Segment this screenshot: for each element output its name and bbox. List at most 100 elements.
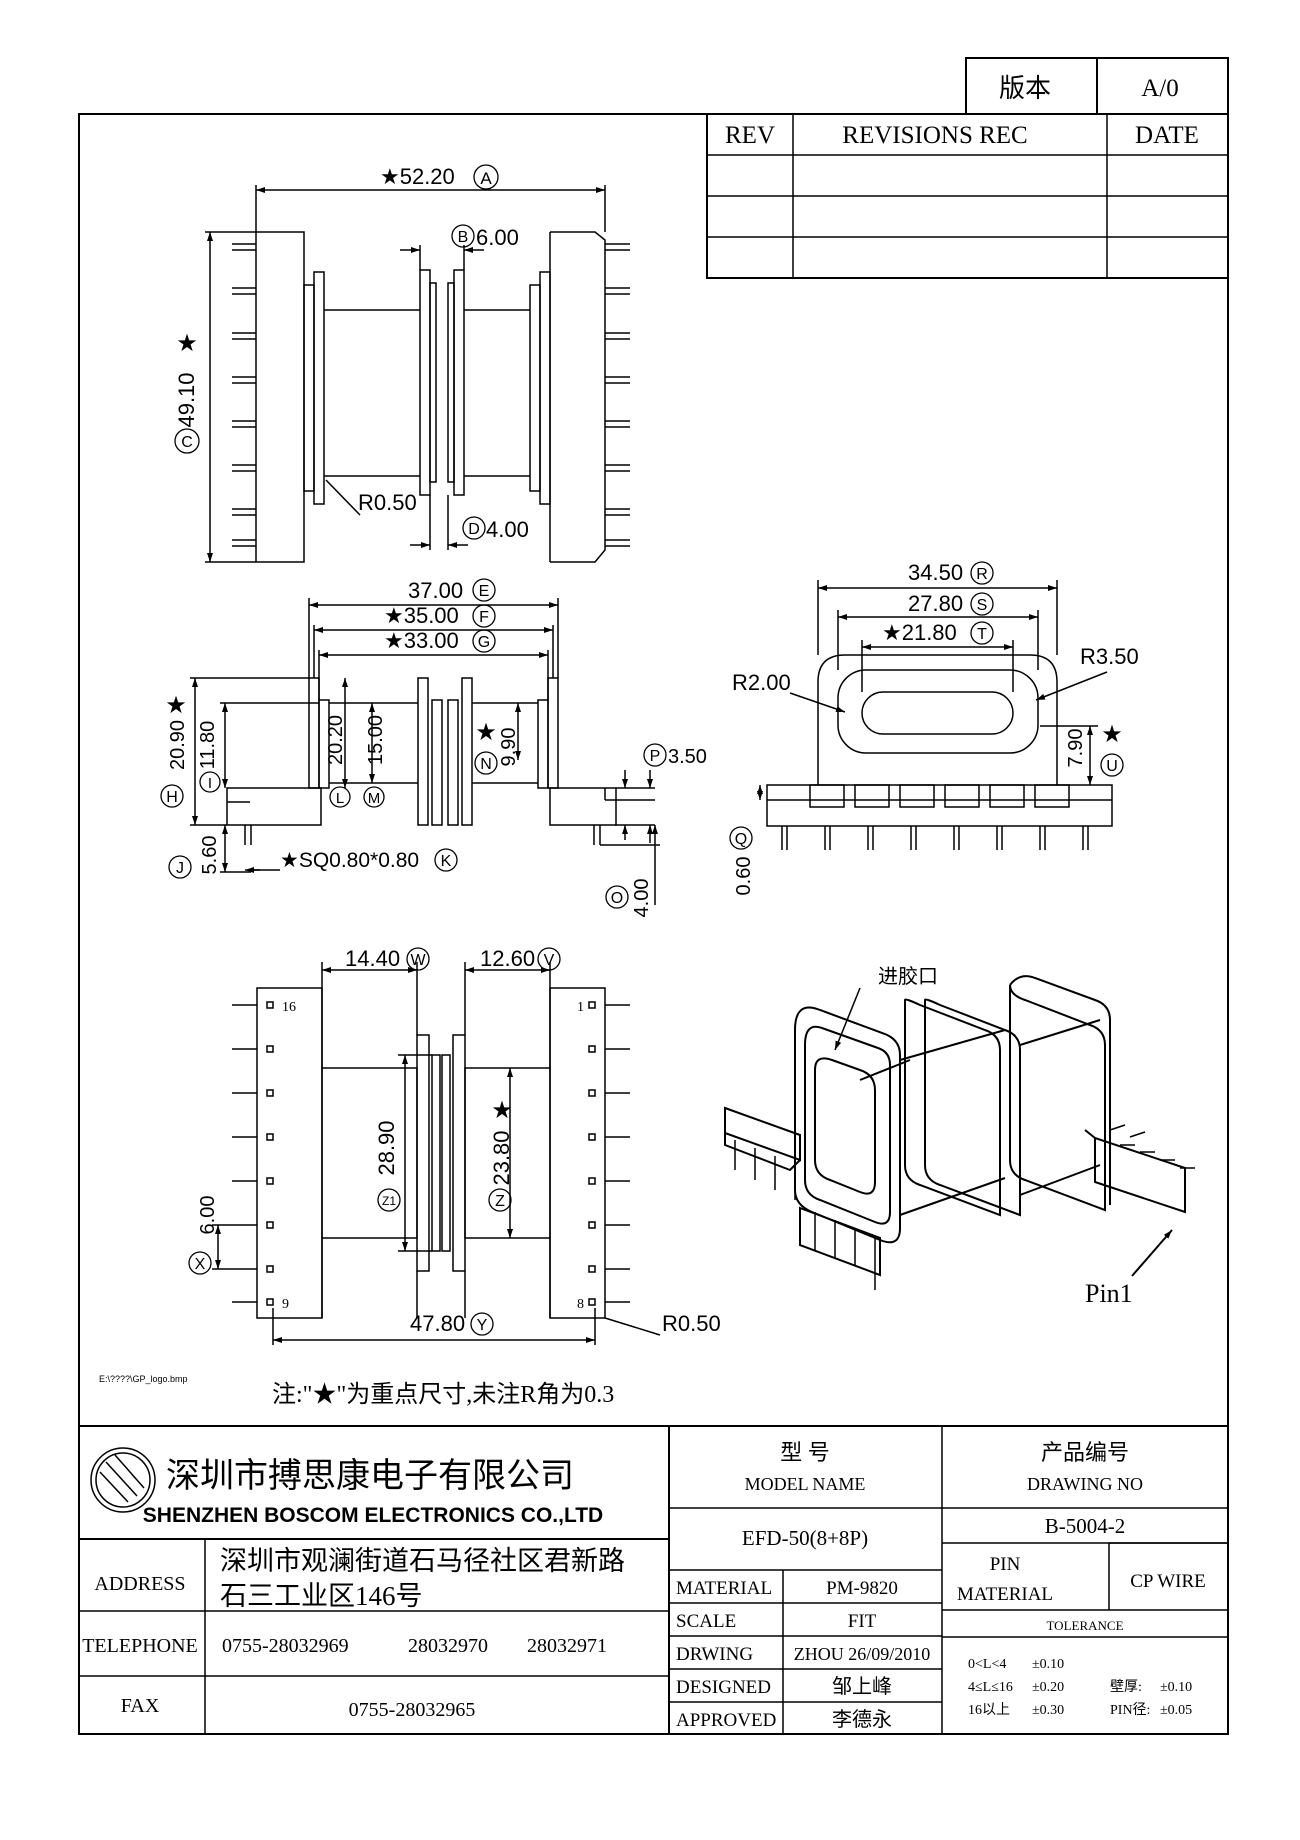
pin-material-label-1: PIN xyxy=(990,1554,1021,1575)
model-label-cn: 型 号 xyxy=(780,1440,830,1465)
tag-d: D xyxy=(468,521,480,538)
front-view xyxy=(190,598,660,905)
drawing-no-label-cn: 产品编号 xyxy=(1041,1440,1129,1465)
star-n: ★ xyxy=(475,719,497,746)
dim-m: 15.00 xyxy=(365,715,387,765)
pin-material-value: CP WIRE xyxy=(1130,1571,1205,1592)
model-value: EFD-50(8+8P) xyxy=(742,1526,868,1550)
tag-p: P xyxy=(650,748,661,765)
isometric-view xyxy=(724,975,1195,1290)
tag-y: Y xyxy=(477,1317,488,1334)
fax-label: FAX xyxy=(121,1695,160,1717)
tag-u: U xyxy=(1106,758,1118,775)
dim-l: 20.20 xyxy=(325,715,347,765)
dim-g: ★33.00 xyxy=(384,628,459,653)
dim-k: ★SQ0.80*0.80 xyxy=(280,849,419,872)
tolerance-value-3: ±0.30 xyxy=(1032,1703,1064,1718)
dim-z1: 28.90 xyxy=(374,1120,399,1175)
tag-l: L xyxy=(336,790,344,807)
wall-thickness-label: 壁厚: xyxy=(1110,1679,1142,1695)
star-u: ★ xyxy=(1101,721,1123,748)
tag-w: W xyxy=(410,952,426,969)
dim-j: 5.60 xyxy=(199,836,221,875)
scale-label: SCALE xyxy=(676,1611,736,1632)
tag-x: X xyxy=(195,1256,206,1273)
dim-h: 20.90 xyxy=(167,720,189,770)
star-z: ★ xyxy=(491,1097,513,1124)
pin-1-label: 1 xyxy=(577,1000,584,1015)
model-label-en: MODEL NAME xyxy=(745,1474,866,1494)
scale-value: FIT xyxy=(848,1611,877,1632)
date-header: DATE xyxy=(1135,122,1199,149)
tag-j: J xyxy=(176,860,184,877)
isometric-labels: 进胶口 Pin1 xyxy=(878,965,1133,1308)
top-view-dims: ★52.20 A B 6.00 49.10 ★ C D 4.00 R0.50 xyxy=(174,164,529,542)
dim-a: ★52.20 xyxy=(380,164,455,189)
material-label: MATERIAL xyxy=(676,1578,772,1599)
pin-diameter-label: PIN径: xyxy=(1110,1702,1150,1718)
star-c: ★ xyxy=(176,330,198,357)
rev-header: REV xyxy=(725,122,775,149)
dim-c: 49.10 xyxy=(174,372,199,427)
tag-h: H xyxy=(166,789,178,806)
side-view xyxy=(757,580,1113,850)
dim-w: 14.40 xyxy=(345,946,400,971)
dim-o: 4.00 xyxy=(631,879,653,918)
dim-z: 23.80 xyxy=(489,1130,514,1185)
bottom-view xyxy=(212,962,661,1345)
top-view xyxy=(205,185,630,563)
dim-y: 47.80 xyxy=(410,1311,465,1336)
tag-r: R xyxy=(976,566,988,583)
tag-k: K xyxy=(441,853,452,870)
tag-q: Q xyxy=(735,831,747,848)
drawing-value: ZHOU 26/09/2010 xyxy=(794,1644,931,1664)
tag-t: T xyxy=(977,626,987,643)
revision-table: REV REVISIONS REC DATE xyxy=(706,113,1229,279)
drawing-no-label-en: DRAWING NO xyxy=(1027,1474,1143,1494)
radius-bottom: R0.50 xyxy=(662,1311,721,1336)
dim-u: 7.90 xyxy=(1065,729,1087,768)
tag-m: M xyxy=(368,790,381,807)
dim-s: 27.80 xyxy=(908,591,963,616)
dim-i: 11.80 xyxy=(197,721,219,770)
version-value: A/0 xyxy=(1141,75,1179,102)
version-label: 版本 xyxy=(999,74,1051,103)
tag-z1: Z1 xyxy=(382,1194,396,1208)
dim-q: 0.60 xyxy=(733,857,755,896)
tag-c: C xyxy=(181,434,193,451)
designed-label: DESIGNED xyxy=(676,1677,771,1698)
telephone-1: 0755-28032969 xyxy=(222,1635,349,1657)
material-value: PM-9820 xyxy=(826,1578,898,1599)
dim-v: 12.60 xyxy=(480,946,535,971)
drawing-label: DRWING xyxy=(676,1644,753,1665)
tolerance-value-1: ±0.10 xyxy=(1032,1657,1064,1672)
fax-number: 0755-28032965 xyxy=(349,1699,476,1721)
note-text: 注:"★"为重点尺寸,未注R角为0.3 xyxy=(272,1381,614,1408)
dim-f: ★35.00 xyxy=(384,603,459,628)
tolerance-range-3: 16以上 xyxy=(968,1702,1010,1718)
sheet-border xyxy=(78,113,1229,1735)
pin1-label: Pin1 xyxy=(1085,1279,1133,1308)
telephone-3: 28032971 xyxy=(527,1635,607,1657)
dim-t: ★21.80 xyxy=(882,620,957,645)
company-name-cn: 深圳市搏思康电子有限公司 xyxy=(166,1457,574,1495)
dim-d: 4.00 xyxy=(486,517,529,542)
tolerance-value-2: ±0.20 xyxy=(1032,1680,1064,1695)
revisions-rec-header: REVISIONS REC xyxy=(842,122,1027,149)
gate-label: 进胶口 xyxy=(878,965,938,988)
tag-o: O xyxy=(611,890,623,907)
address-line1: 深圳市观澜街道石马径社区君新路 xyxy=(220,1546,625,1576)
radius-top: R0.50 xyxy=(358,490,417,515)
dim-e: 37.00 xyxy=(408,578,463,603)
tag-s: S xyxy=(977,597,988,614)
address-label: ADDRESS xyxy=(94,1573,185,1595)
designed-value: 邹上峰 xyxy=(832,1675,892,1698)
side-view-dims: 34.50 R 27.80 S ★21.80 T R3.50 R2.00 7.9… xyxy=(729,560,1139,896)
radius-small: R2.00 xyxy=(732,670,791,695)
tolerance-title: TOLERANCE xyxy=(1046,1618,1123,1633)
logo-path: E:\????\GP_logo.bmp xyxy=(99,1374,188,1384)
title-block-text: 深圳市搏思康电子有限公司 SHENZHEN BOSCOM ELECTRONICS… xyxy=(82,1440,1206,1731)
tag-e: E xyxy=(479,583,490,600)
tag-n: N xyxy=(480,756,492,773)
